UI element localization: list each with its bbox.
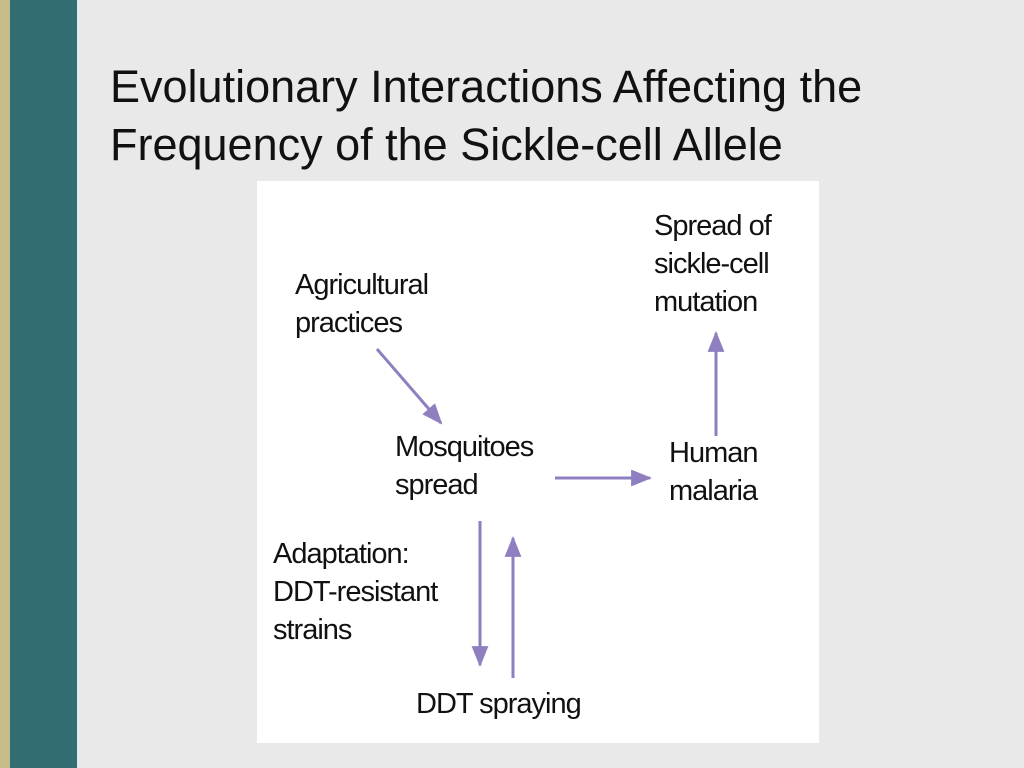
node-line: Human [669, 437, 758, 469]
node-line: Agricultural [295, 269, 429, 301]
node-line: malaria [669, 475, 758, 507]
arrow-agricultural-to-mosquitoes [375, 348, 443, 425]
node-human-malaria: Human malaria [669, 434, 758, 510]
node-line: practices [295, 307, 403, 339]
node-agricultural-practices: Agricultural practices [295, 266, 429, 342]
node-mosquitoes-spread: Mosquitoes spread [395, 428, 534, 504]
accent-bar [10, 0, 77, 768]
slide-title-line-2: Frequency of the Sickle-cell Allele [110, 119, 783, 170]
node-line: DDT-resistant [273, 576, 438, 608]
node-line: spread [395, 469, 479, 501]
node-ddt-spraying: DDT spraying [416, 685, 582, 723]
slide-title: Evolutionary Interactions Affecting the … [110, 58, 1000, 174]
diagram-arrows [375, 330, 725, 678]
node-line: DDT spraying [416, 688, 582, 720]
node-line: strains [273, 614, 352, 646]
node-spread-sickle-cell: Spread of sickle-cell mutation [654, 207, 772, 321]
slide-title-line-1: Evolutionary Interactions Affecting the [110, 61, 863, 112]
accent-stripe [0, 0, 10, 768]
node-adaptation-ddt-resistant: Adaptation: DDT-resistant strains [273, 535, 438, 649]
node-line: Mosquitoes [395, 431, 534, 463]
interaction-diagram: Spread of sickle-cell mutation Agricultu… [257, 181, 819, 743]
node-line: sickle-cell [654, 248, 770, 280]
node-line: mutation [654, 286, 758, 318]
node-line: Adaptation: [273, 538, 410, 570]
node-line: Spread of [654, 210, 772, 242]
